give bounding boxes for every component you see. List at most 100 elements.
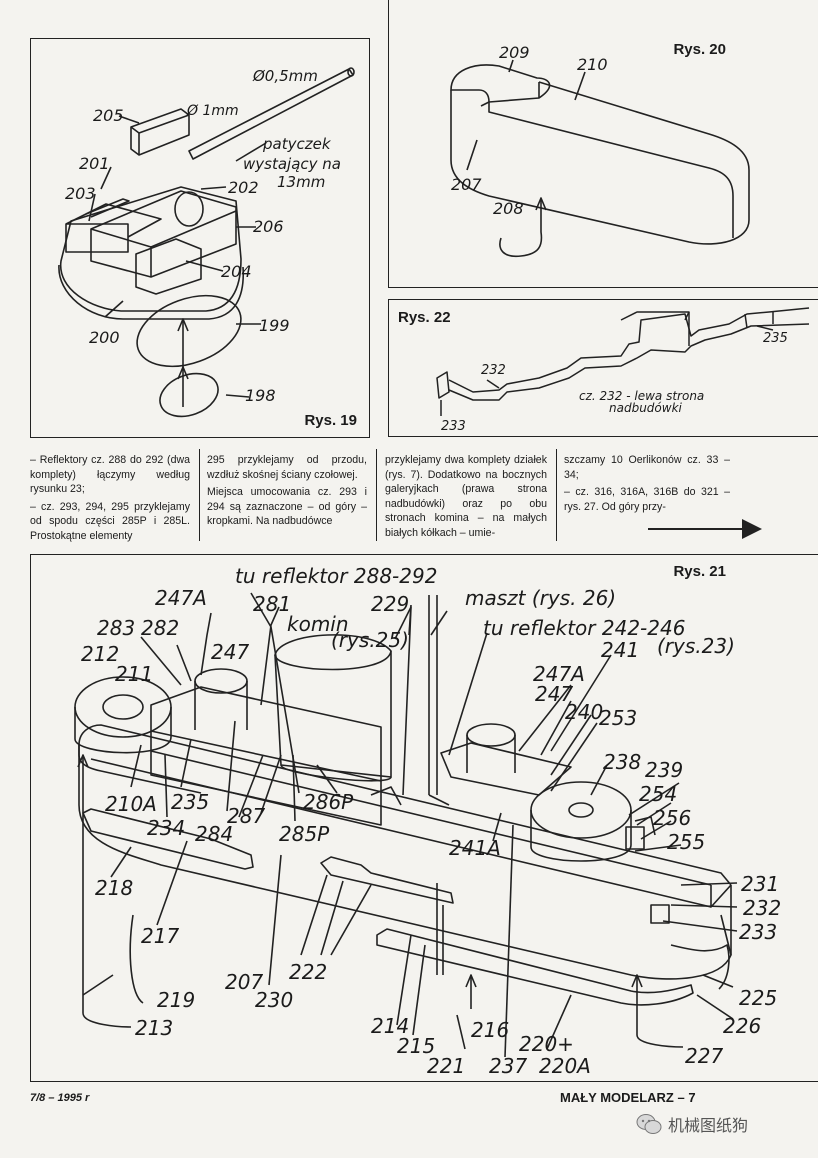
rys21-label-207: 207 xyxy=(225,970,263,994)
magazine-page: MAŁY MODELARZ – 7 xyxy=(560,1090,696,1105)
rys21-label-210a: 210A xyxy=(105,792,157,816)
rys19-note-stick-1: patyczek xyxy=(262,135,332,153)
rys21-label-241a: 241A xyxy=(449,836,501,860)
rys21-label-254: 254 xyxy=(639,782,677,806)
rys21-note-funnel: komin xyxy=(287,612,349,636)
figure-rys20: 209 210 207 208 Rys. 20 xyxy=(388,0,818,288)
rys19-note-diameter-stick: Ø0,5mm xyxy=(252,67,318,85)
rys19-label-204: 204 xyxy=(221,262,252,281)
watermark: 机械图纸狗 xyxy=(636,1112,748,1136)
rys19-label-198: 198 xyxy=(245,386,276,405)
rys19-drawing: Ø0,5mm Ø 1mm patyczek wystający na 13mm … xyxy=(58,67,355,418)
rys21-label-217: 217 xyxy=(141,924,179,948)
rys19-label-206: 206 xyxy=(253,217,284,236)
rys22-label-232: 232 xyxy=(481,363,506,378)
rys21-label-285p: 285P xyxy=(279,822,330,846)
rys21-note-mast: maszt (rys. 26) xyxy=(465,586,616,610)
rys21-label-235: 235 xyxy=(171,790,209,814)
paragraph: 295 przyklejamy od przodu, wzdłuż skośne… xyxy=(207,454,367,481)
rys20-label-209: 209 xyxy=(499,43,530,62)
text-column-1: – Reflektory cz. 288 do 292 (dwa komplet… xyxy=(30,453,190,542)
figure-rys21: tu reflektor 288-292 maszt (rys. 26) tu … xyxy=(30,554,818,1082)
rys19-label-201: 201 xyxy=(79,154,110,173)
rys20-label-208: 208 xyxy=(493,199,524,218)
rys21-label-229: 229 xyxy=(371,592,409,616)
rys19-label-200: 200 xyxy=(89,328,120,347)
paragraph: Miejsca umocowania cz. 293 i 294 są zazn… xyxy=(207,486,367,528)
rys22-label-235: 235 xyxy=(763,331,788,346)
rys20-label-207: 207 xyxy=(451,175,482,194)
rys21-label-233: 233 xyxy=(739,920,777,944)
rys21-label-231: 231 xyxy=(741,872,779,896)
rys19-title: Rys. 19 xyxy=(304,412,357,429)
rys21-label-230: 230 xyxy=(255,988,293,1012)
rys19-label-202: 202 xyxy=(228,178,259,197)
rys19-label-203: 203 xyxy=(65,184,96,203)
rys21-label-237: 237 xyxy=(489,1054,527,1078)
rys20-label-210: 210 xyxy=(577,55,608,74)
rys21-label-219: 219 xyxy=(157,988,195,1012)
column-divider xyxy=(556,449,557,541)
rys21-label-281: 281 xyxy=(253,592,291,616)
rys19-note-diameter-hole: Ø 1mm xyxy=(186,103,239,119)
rys21-label-282: 282 xyxy=(141,616,179,640)
rys21-note-reflector-2: tu reflektor 242-246 xyxy=(483,616,685,640)
wechat-icon xyxy=(636,1114,662,1134)
rys21-label-212: 212 xyxy=(81,642,119,666)
paragraph: – cz. 316, 316A, 316B do 321 – rys. 27. … xyxy=(564,486,730,513)
rys21-label-232: 232 xyxy=(743,896,781,920)
rys21-label-253: 253 xyxy=(599,706,637,730)
rys21-label-247a-aft: 247A xyxy=(155,586,207,610)
rys21-label-215: 215 xyxy=(397,1034,435,1058)
rys21-label-221: 221 xyxy=(427,1054,465,1078)
rys21-label-283: 283 xyxy=(97,616,135,640)
rys21-label-256: 256 xyxy=(653,806,691,830)
rys21-label-284: 284 xyxy=(195,822,233,846)
text-column-4: szczamy 10 Oerlikonów cz. 33 – 34; – cz.… xyxy=(564,453,730,513)
rys21-label-287: 287 xyxy=(227,804,265,828)
column-divider xyxy=(376,449,377,541)
rys21-label-241: 241 xyxy=(601,638,639,662)
paragraph: przyklejamy dwa komplety działek (rys. 7… xyxy=(385,454,547,539)
rys22-note-line2: nadbudówki xyxy=(609,401,683,415)
rys22-drawing: cz. 232 - lewa strona nadbudówki 232 233… xyxy=(436,307,810,434)
rys21-label-226: 226 xyxy=(723,1014,761,1038)
rys21-label-222: 222 xyxy=(289,960,327,984)
rys21-label-255: 255 xyxy=(667,830,705,854)
figure-rys19: Ø0,5mm Ø 1mm patyczek wystający na 13mm … xyxy=(30,38,370,438)
rys21-label-247-fwd: 247 xyxy=(535,682,573,706)
rys21-title: Rys. 21 xyxy=(673,563,726,580)
rys21-label-234: 234 xyxy=(147,816,185,840)
rys19-note-stick-3: 13mm xyxy=(277,173,325,191)
rys21-label-220plus: 220+ xyxy=(519,1032,574,1056)
watermark-text: 机械图纸狗 xyxy=(668,1116,749,1135)
rys21-label-211: 211 xyxy=(115,662,153,686)
rys21-label-247a-fwd: 247A xyxy=(533,662,585,686)
issue-date: 7/8 – 1995 r xyxy=(30,1092,90,1104)
continue-arrow-icon xyxy=(648,519,762,539)
rys21-label-220a: 220A xyxy=(539,1054,591,1078)
figure-rys22: cz. 232 - lewa strona nadbudówki 232 233… xyxy=(388,299,818,437)
paragraph: – cz. 293, 294, 295 przyklejamy od spodu… xyxy=(30,500,190,542)
column-divider xyxy=(199,449,200,541)
rys19-label-205: 205 xyxy=(93,106,124,125)
rys21-note-reflector-1: tu reflektor 288-292 xyxy=(235,564,437,588)
rys21-label-225: 225 xyxy=(739,986,777,1010)
rys21-label-239: 239 xyxy=(645,758,683,782)
rys21-drawing: tu reflektor 288-292 maszt (rys. 26) tu … xyxy=(74,564,781,1078)
text-column-3: przyklejamy dwa komplety działek (rys. 7… xyxy=(385,453,547,539)
paragraph: – Reflektory cz. 288 do 292 (dwa komplet… xyxy=(30,454,190,496)
text-column-2: 295 przyklejamy od przodu, wzdłuż skośne… xyxy=(207,453,367,539)
paragraph: szczamy 10 Oerlikonów cz. 33 – 34; xyxy=(564,454,730,481)
rys21-label-238: 238 xyxy=(603,750,641,774)
rys21-label-214: 214 xyxy=(371,1014,409,1038)
rys20-title: Rys. 20 xyxy=(673,41,726,58)
rys19-note-stick-2: wystający na xyxy=(243,155,341,173)
rys20-drawing: 209 210 207 208 xyxy=(450,43,750,258)
rys22-label-233: 233 xyxy=(441,419,466,434)
rys21-label-286p: 286P xyxy=(303,790,354,814)
rys21-label-218: 218 xyxy=(95,876,133,900)
rys21-label-247-aft: 247 xyxy=(211,640,249,664)
rys22-note-line1: cz. 232 - lewa strona xyxy=(579,389,704,403)
rys21-label-213: 213 xyxy=(135,1016,173,1040)
